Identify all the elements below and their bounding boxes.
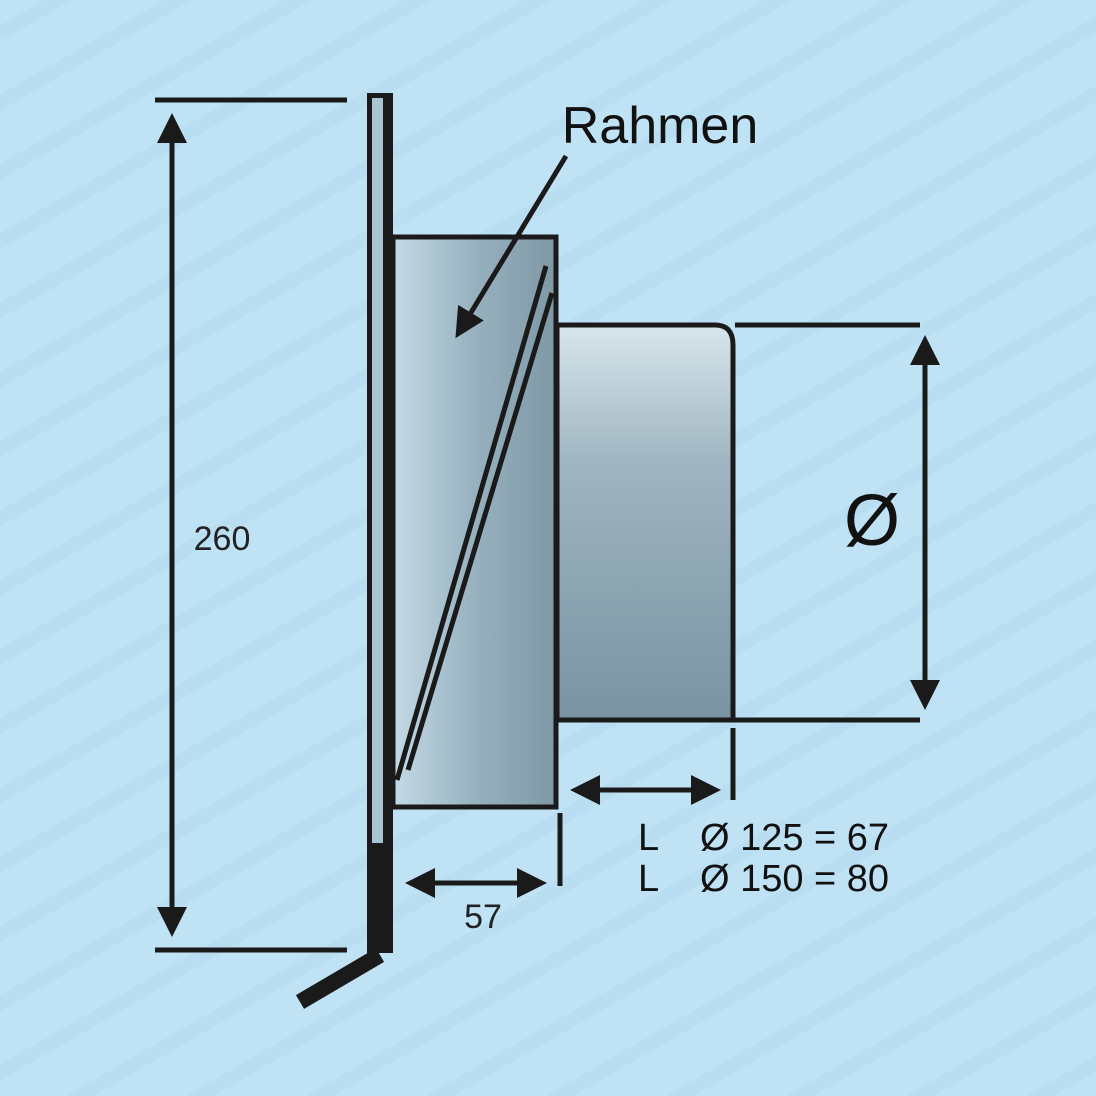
- callout-arrow: [455, 154, 569, 339]
- depth-label: 57: [464, 898, 502, 936]
- length-label-150: L Ø 150 = 80: [638, 858, 889, 900]
- diameter-symbol: Ø: [844, 481, 900, 561]
- louver-slat: [405, 292, 555, 771]
- pipe-spigot: [554, 322, 736, 723]
- plate-tab: [295, 948, 385, 1009]
- frame-callout-label: Rahmen: [562, 97, 759, 155]
- louver-slat: [394, 265, 549, 781]
- length-label-125: L Ø 125 = 67: [638, 817, 889, 859]
- wall-plate-edge: [372, 98, 383, 843]
- height-label: 260: [194, 520, 251, 558]
